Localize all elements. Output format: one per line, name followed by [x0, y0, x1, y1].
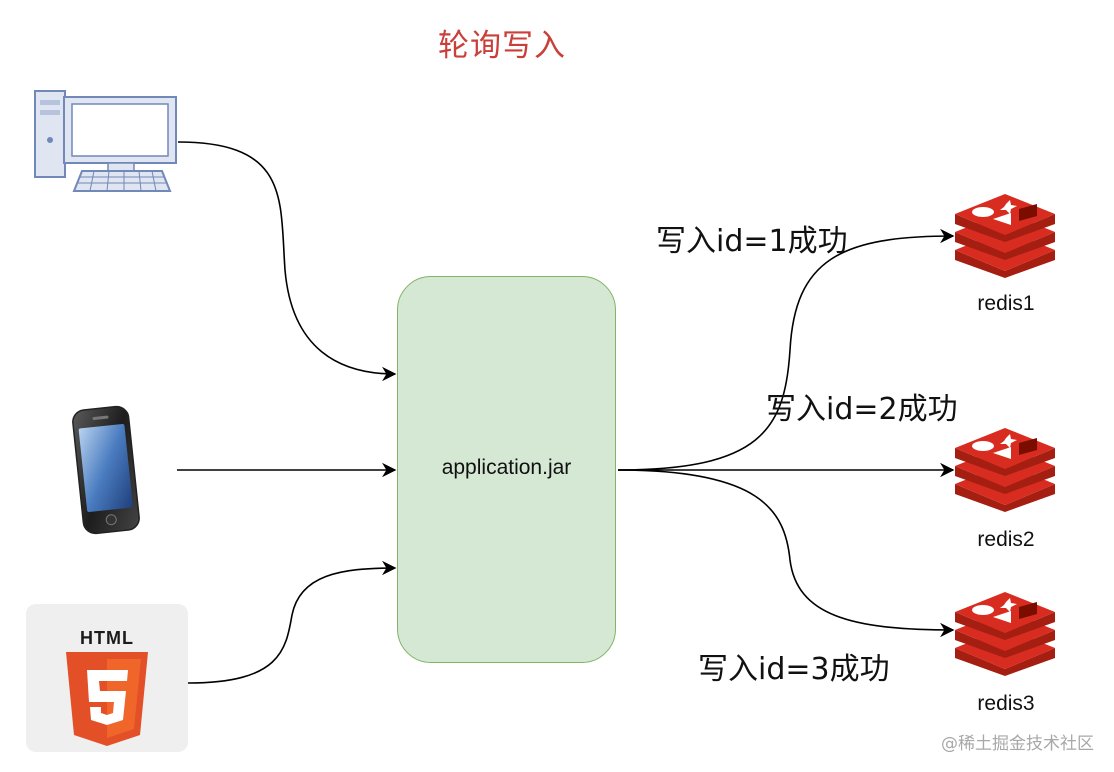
edge-desktop-to-app — [177, 141, 397, 382]
redis-icon — [955, 194, 1055, 278]
edge-label-redis2: 写入id=2成功 — [766, 392, 958, 427]
redis1-label: redis1 — [977, 292, 1035, 315]
watermark: @稀土掘金技术社区 — [941, 734, 1094, 754]
html5-logo-text: HTML — [80, 628, 134, 648]
application-node — [397, 276, 616, 663]
edge-label-redis3: 写入id=3成功 — [698, 652, 890, 687]
application-label: application.jar — [441, 456, 572, 479]
redis2-label: redis2 — [977, 528, 1035, 551]
edge-html5-to-app — [187, 560, 397, 684]
redis3-label: redis3 — [977, 692, 1035, 715]
html5-shield-icon — [66, 652, 148, 746]
edge-label-redis1: 写入id=1成功 — [656, 224, 848, 259]
redis-icon — [955, 428, 1055, 512]
diagram-title: 轮询写入 — [438, 28, 566, 64]
redis-icon — [955, 592, 1055, 676]
mobile-phone-icon — [72, 405, 140, 535]
edge-app-to-redis1 — [617, 228, 955, 471]
desktop-computer-icon — [34, 90, 177, 192]
edge-app-to-redis3 — [617, 469, 955, 638]
